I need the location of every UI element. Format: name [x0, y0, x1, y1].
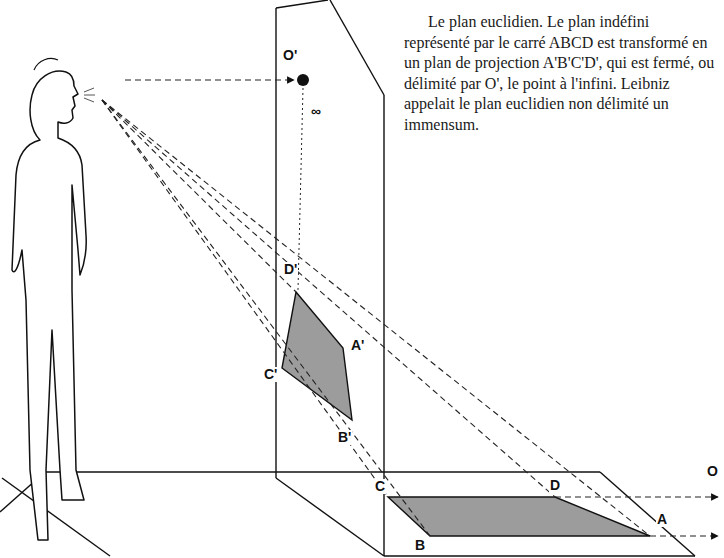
ground-square: [388, 497, 650, 536]
point-label: O: [706, 464, 719, 479]
hair-line: [34, 58, 58, 70]
point-label: A': [350, 338, 365, 353]
point-label: O': [282, 48, 298, 63]
point-label: D': [283, 262, 298, 277]
man-figure: [12, 71, 86, 540]
point-label: ∞: [310, 104, 322, 119]
infinity-point: [297, 74, 309, 86]
point-label: B: [414, 538, 426, 553]
vanishing-line: [298, 88, 303, 290]
gaze-marks: [84, 88, 95, 102]
caption-text: Le plan euclidien. Le plan indéfini repr…: [404, 12, 718, 135]
point-label: A: [656, 512, 668, 527]
point-label: B': [337, 430, 352, 445]
point-label: D: [549, 478, 561, 493]
point-label: C': [263, 367, 278, 382]
point-label: C: [374, 479, 386, 494]
sight-rays: [102, 80, 718, 536]
projected-square: [282, 292, 352, 420]
